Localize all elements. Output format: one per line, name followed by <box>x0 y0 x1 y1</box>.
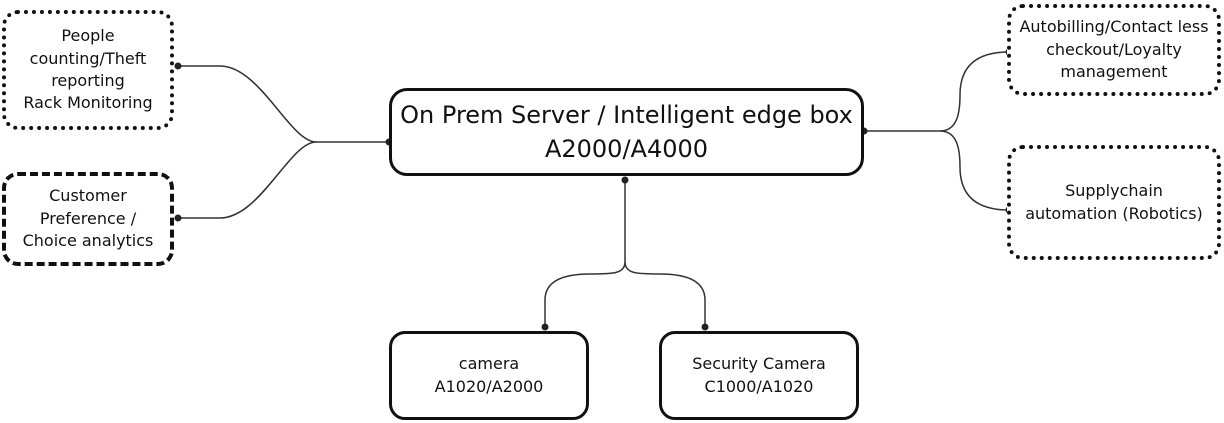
connector-endpoint <box>174 62 182 70</box>
node-security-camera: Security Camera C1000/A1020 <box>659 331 859 420</box>
node-customer-preference: Customer Preference / Choice analytics <box>2 172 174 266</box>
node-label: People counting/Theft reporting Rack Mon… <box>23 26 153 113</box>
node-people-counting: People counting/Theft reporting Rack Mon… <box>2 10 174 130</box>
connector-center-to-security-camera <box>624 261 706 327</box>
node-label: Customer Preference / Choice analytics <box>22 186 154 251</box>
node-label: Autobilling/Contact less checkout/Loyalt… <box>1019 17 1209 82</box>
connector-center-to-camera <box>544 180 626 327</box>
connector-endpoint <box>174 214 182 222</box>
node-label: Supplychain automation (Robotics) <box>1025 181 1203 223</box>
node-supplychain: Supplychain automation (Robotics) <box>1007 145 1221 260</box>
connector-endpoint <box>621 176 629 184</box>
node-autobilling: Autobilling/Contact less checkout/Loyalt… <box>1007 4 1221 96</box>
connector-endpoint <box>541 323 549 331</box>
connector-center-to-autobilling <box>864 51 1010 132</box>
connector-center-to-supplychain <box>939 130 1010 211</box>
connector-endpoint <box>701 323 709 331</box>
connector-center-to-people-counting <box>178 65 389 143</box>
central-node-on-prem-server: On Prem Server / Intelligent edge box A2… <box>389 88 864 176</box>
node-label: camera A1020/A2000 <box>434 354 544 396</box>
connector-center-to-customer-preference <box>178 141 317 219</box>
node-label: Security Camera C1000/A1020 <box>692 354 826 396</box>
central-node-label: On Prem Server / Intelligent edge box A2… <box>400 100 853 163</box>
node-camera: camera A1020/A2000 <box>389 331 589 420</box>
